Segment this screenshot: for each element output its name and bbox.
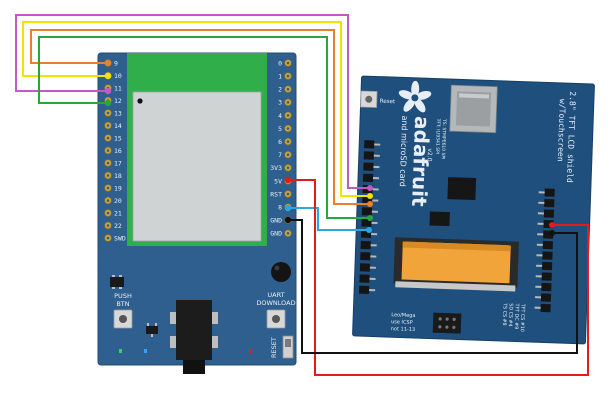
board-pin-left-label-7: 16 bbox=[114, 147, 122, 155]
board-pin-right-label-2: 2 bbox=[278, 86, 282, 94]
small-chip bbox=[110, 277, 124, 287]
board-pin-right-label-0: 0 bbox=[278, 59, 282, 67]
board-pin-left-label-13: 22 bbox=[114, 222, 122, 230]
board-pin-right-label-13: GND bbox=[270, 230, 282, 238]
shield-left-pin-9 bbox=[360, 240, 371, 250]
wire-yellow bbox=[22, 21, 370, 197]
lcd-flex-cable bbox=[393, 237, 519, 292]
board-pin-left-label-14: SWD bbox=[114, 234, 126, 242]
touch-controller-chip bbox=[429, 211, 450, 227]
shield-bottom-text-3: not 11-13 bbox=[391, 326, 416, 333]
wires bbox=[15, 14, 589, 376]
wire-purple bbox=[15, 14, 370, 189]
shield-subtitle: w/Touchscreen bbox=[556, 99, 567, 162]
shield-side-text-2: TFT DC #9 bbox=[513, 302, 520, 329]
audio-jack bbox=[170, 300, 218, 374]
shield-left-pin-6 bbox=[361, 207, 373, 216]
wire-blue bbox=[288, 207, 369, 231]
shield-right-pin-1 bbox=[544, 198, 555, 208]
shield-version: v2.0 bbox=[426, 148, 433, 162]
wire-orange bbox=[30, 29, 370, 205]
shield-right-pin-7 bbox=[541, 261, 553, 271]
shield-right-pin-9 bbox=[541, 282, 552, 292]
shield-bottom-text-1: Leo/Mega bbox=[391, 312, 415, 319]
radio-module-shield-can bbox=[132, 91, 262, 242]
uart-label-2: DOWNLOAD bbox=[256, 299, 295, 307]
board-pin-left-label-0: 9 bbox=[114, 59, 118, 67]
board-pin-left-label-5: 14 bbox=[114, 122, 122, 130]
level-shifter-chip bbox=[447, 177, 477, 201]
tft-shield: Reset adafruit and microSD card TFT: ILI… bbox=[352, 75, 595, 345]
board-pin-right-label-3: 3 bbox=[278, 99, 282, 107]
led-green bbox=[119, 349, 122, 353]
shield-right-pin-0 bbox=[544, 188, 555, 197]
led-blue bbox=[144, 349, 147, 353]
shield-left-pin-1 bbox=[363, 151, 374, 160]
shield-right-pin-5 bbox=[542, 240, 553, 250]
board-pin-left-label-12: 21 bbox=[114, 209, 122, 217]
board-pin-right-label-6: 6 bbox=[278, 138, 282, 146]
shield-side-text-4: TS CS #8 bbox=[501, 302, 508, 326]
board-pin-left-label-10: 19 bbox=[114, 184, 122, 192]
shield-left-pin-13 bbox=[359, 285, 370, 294]
wire-red bbox=[288, 179, 589, 376]
wire-endpoints bbox=[104, 59, 555, 236]
adafruit-logo bbox=[398, 80, 432, 113]
uart-label-1: UART bbox=[267, 291, 284, 299]
buzzer bbox=[271, 262, 291, 282]
board-pin-left-label-8: 17 bbox=[114, 159, 122, 167]
board-pin-right-label-7: 7 bbox=[278, 151, 282, 159]
shield-left-pin-2 bbox=[363, 162, 374, 171]
board-pin-left-label-6: 15 bbox=[114, 134, 122, 142]
board-pin-left-label-11: 20 bbox=[114, 197, 122, 205]
board-pin-right-label-10: RST bbox=[270, 190, 282, 198]
shield-left-pin-0 bbox=[364, 140, 375, 149]
board-pin-right-label-9: 5V bbox=[274, 177, 282, 185]
push-btn-label-1: PUSH bbox=[114, 292, 132, 300]
microsd-slot bbox=[449, 84, 498, 134]
shield-left-pin-10 bbox=[360, 252, 371, 261]
shield-chip-text-2: TS: STMPE610 SPI bbox=[440, 118, 447, 160]
icsp-header bbox=[432, 312, 462, 334]
board-pin-right-label-11: 8 bbox=[278, 204, 282, 212]
shield-right-pin-10 bbox=[540, 293, 552, 302]
shield-right-pin-8 bbox=[541, 272, 552, 281]
wire-black bbox=[288, 219, 578, 354]
board-pin-right-label-8: 3V3 bbox=[270, 164, 282, 172]
board-pin-right-label-12: GND bbox=[270, 217, 282, 225]
board-pin-left-label-9: 18 bbox=[114, 172, 122, 180]
shield-left-pin-11 bbox=[359, 263, 371, 272]
shield-left-pin-3 bbox=[362, 173, 374, 183]
shield-sdcard-text: and microSD card bbox=[398, 115, 409, 187]
board-pin-right-label-5: 5 bbox=[278, 125, 282, 133]
shield-side-text-1: TFT CS #10 bbox=[519, 303, 526, 332]
shield-reset-label: Reset bbox=[380, 99, 396, 106]
board-pin-left-label-3: 12 bbox=[114, 97, 122, 105]
shield-chip-text-1: TFT: ILI9341 SPI bbox=[434, 118, 441, 155]
shield-bottom-text-2: use ICSP bbox=[391, 319, 413, 326]
shield-right-pin-11 bbox=[540, 303, 551, 313]
transistor bbox=[146, 326, 158, 334]
reset-switch-label: RESET bbox=[270, 337, 278, 358]
push-btn-label-2: BTN bbox=[116, 300, 129, 308]
board-pin-right-label-4: 4 bbox=[278, 112, 282, 120]
shield-side-text-3: SD CS #4 bbox=[507, 303, 514, 326]
adafruit-wordmark: adafruit bbox=[407, 116, 434, 208]
shield-right-pin-2 bbox=[543, 209, 555, 218]
board-pin-left-label-2: 11 bbox=[114, 84, 122, 92]
board-pin-left-label-4: 13 bbox=[114, 109, 122, 117]
wire-green bbox=[38, 36, 370, 219]
led-red bbox=[249, 349, 252, 353]
shield-right-pin-6 bbox=[542, 251, 553, 260]
shield-title: 2.8" TFT LCD shield bbox=[565, 91, 577, 183]
shield-left-pin-12 bbox=[359, 274, 370, 283]
board-pin-left-label-1: 10 bbox=[114, 72, 122, 80]
board-pin-right-label-1: 1 bbox=[278, 73, 282, 81]
